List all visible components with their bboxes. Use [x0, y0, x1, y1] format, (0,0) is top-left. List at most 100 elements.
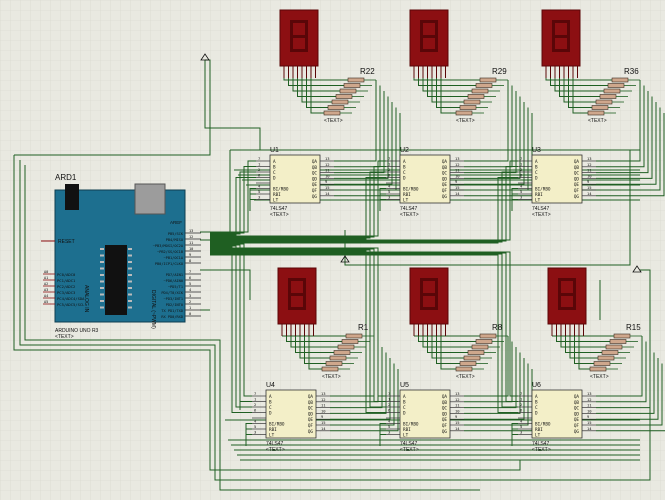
decoder-pin-name: QG: [442, 429, 448, 435]
decoder-pin-name: QE: [308, 417, 314, 423]
decoder-pin-name: D: [535, 411, 538, 417]
display-segment: [290, 49, 308, 52]
rail-left: [13, 155, 521, 471]
analog-pin-num: A4: [44, 294, 48, 298]
arduino-text-tag: <TEXT>: [55, 334, 74, 340]
decoder-pin-name: QE: [442, 182, 448, 188]
decoder-pin-name: C: [273, 170, 276, 176]
display-wire: [563, 78, 596, 103]
decoder-pin-name: B: [535, 165, 538, 171]
decoder-pin-name: QB: [574, 165, 580, 171]
decoder-pin-num: 4: [388, 184, 391, 189]
decoder-pin-name: A: [269, 394, 272, 400]
display-wire: [304, 336, 326, 364]
segment-wire: [330, 363, 395, 426]
decoder-pin-name: QD: [442, 176, 448, 182]
decoder-pin-name: QF: [442, 188, 448, 194]
display-segment: [303, 278, 306, 294]
decoder-chip: U2A7B1C2D6BI/RBO4RBI5LT3QA13QB12QC11QD10…: [386, 147, 464, 218]
decoder-pin-name: QE: [312, 182, 318, 188]
decoder-pin-name: QA: [442, 159, 448, 165]
display-wire: [427, 336, 468, 353]
decoder-pin-num: 6: [520, 408, 523, 413]
segment-wire: [596, 102, 657, 185]
data-bus: [210, 243, 252, 397]
decoder-pin-name: B: [403, 165, 406, 171]
data-bus: [210, 248, 386, 402]
resistor: [471, 88, 489, 94]
display-wire: [578, 336, 590, 370]
chip-pin: [100, 267, 104, 270]
chip-pin: [128, 306, 132, 309]
decoder-pin-num: 11: [455, 168, 460, 173]
decoder-pin-num: 1: [258, 162, 261, 167]
decoder-pin-num: 3: [388, 195, 390, 200]
segment-wire: [596, 347, 651, 409]
analog-pin-name: PC0/ADC0: [57, 272, 76, 277]
display-wire: [554, 78, 604, 92]
segment-wire: [596, 91, 649, 174]
decoder-pin-num: 14: [587, 426, 592, 431]
decoder-pin-num: 5: [254, 424, 256, 429]
digital-pin-name: ~PB2/SS/OC1B: [157, 250, 183, 254]
display-segment: [305, 36, 308, 52]
resistor-network: R29<TEXT>: [455, 67, 508, 124]
digital-pin-num: 1: [189, 306, 191, 310]
bus: [200, 239, 241, 410]
seven-segment-display: [541, 9, 581, 78]
decoder-pin-num: 14: [325, 191, 330, 196]
display-segment: [573, 294, 576, 310]
decoder-pin-name: QE: [574, 182, 580, 188]
resistor: [479, 333, 497, 339]
decoder-pin-name: BI/RBO: [535, 422, 551, 428]
decoder-pin-num: 5: [258, 189, 260, 194]
display-segment: [420, 35, 438, 38]
decoder-pin-num: 2: [388, 167, 390, 172]
decoder-pin-num: 7: [254, 391, 256, 396]
decoder-pin-name: LT: [535, 433, 541, 439]
decoder-pin-num: 7: [520, 156, 522, 161]
segment-wire: [330, 369, 399, 432]
display-segment: [420, 307, 438, 310]
digital-pin-num: 12: [189, 235, 193, 239]
digital-pin-num: 8: [189, 259, 191, 263]
decoder-pin-num: 12: [455, 162, 460, 167]
segment-wire: [464, 347, 517, 409]
decoder-pin-name: QA: [574, 159, 580, 165]
seven-segment-display: [547, 267, 587, 336]
decoder-pin-name: BI/RBO: [403, 187, 419, 193]
decoder-pin-name: QG: [442, 194, 448, 200]
display-segment: [288, 294, 291, 310]
resistor: [605, 344, 623, 350]
resistor: [327, 105, 345, 110]
display-segment: [573, 278, 576, 294]
decoder-pin-num: 14: [587, 191, 592, 196]
chip-pin: [128, 267, 132, 270]
decoder-pin-num: 7: [258, 156, 260, 161]
decoder-text-tag: <TEXT>: [532, 447, 551, 453]
decoder-pin-num: 7: [388, 156, 390, 161]
atmega-chip: [105, 245, 127, 315]
display-wire: [550, 78, 608, 86]
decoder-pin-num: 5: [388, 424, 390, 429]
decoder-pin-name: C: [403, 170, 406, 176]
chip-pin: [100, 280, 104, 283]
decoder-pin-num: 1: [254, 397, 257, 402]
data-bus: [210, 171, 518, 243]
decoder-pin-num: 2: [254, 402, 256, 407]
decoder-pin-name: C: [535, 170, 538, 176]
decoder-text-tag: <TEXT>: [270, 212, 289, 218]
decoder-chip: U4A7B1C2D6BI/RBO4RBI5LT3QA13QB12QC11QD10…: [252, 382, 330, 453]
arduino-ref: ARD1: [55, 173, 77, 182]
data-bus: [210, 171, 386, 239]
decoder-pin-name: QF: [442, 423, 448, 429]
display-wire: [418, 78, 476, 86]
display-segment: [558, 293, 576, 296]
data-bus: [210, 177, 518, 244]
decoder-pin-name: A: [535, 394, 538, 400]
digital-pin-name: PB4/MISO: [166, 238, 183, 242]
rail-bottom: [19, 160, 651, 481]
display-segment: [420, 20, 423, 36]
